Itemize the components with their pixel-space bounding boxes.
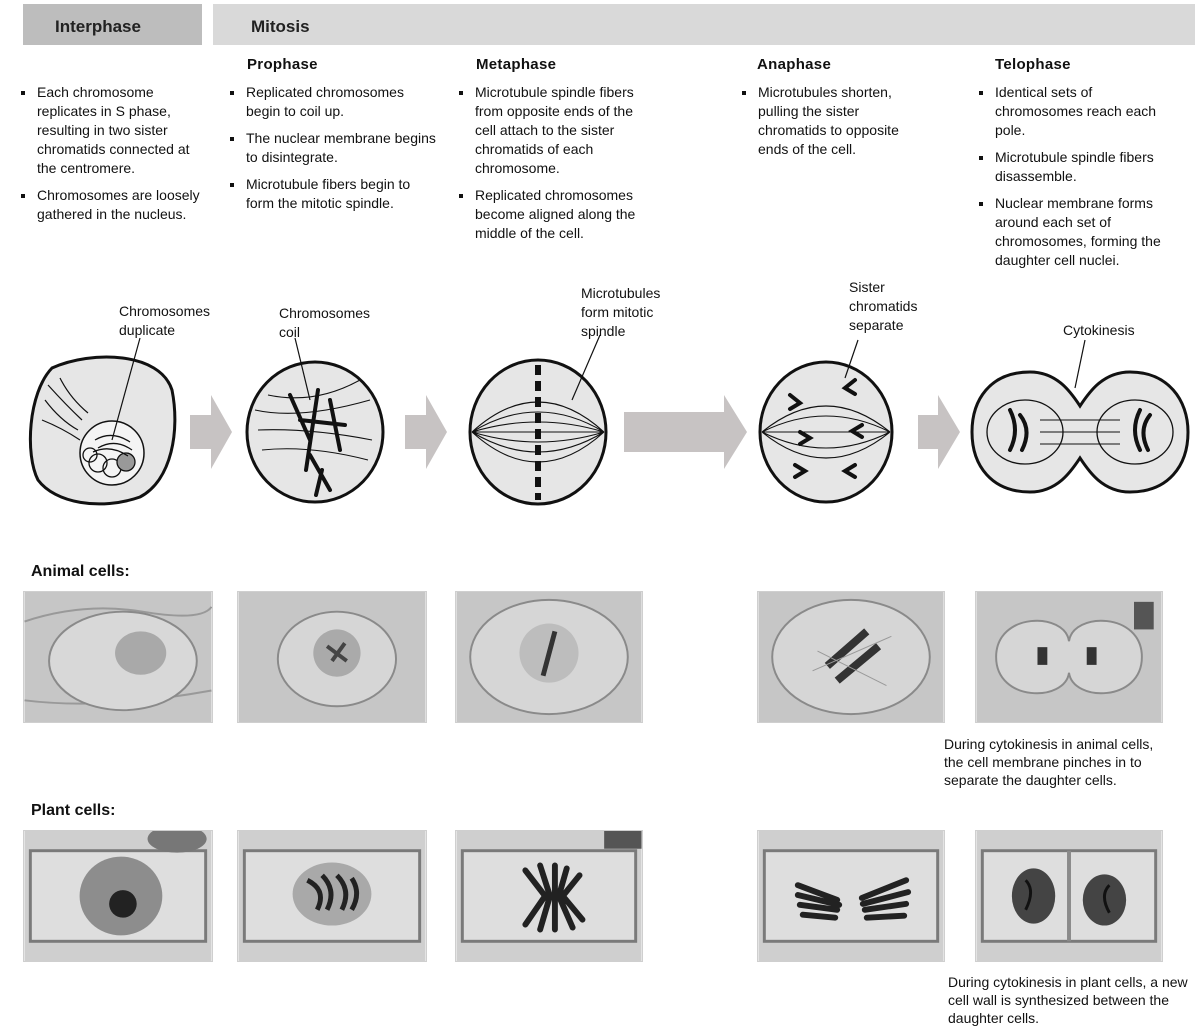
- callout-mitotic-spindle: Microtubules form mitotic spindle: [581, 285, 661, 339]
- list-item: Each chromosome replicates in S phase, r…: [19, 83, 209, 178]
- plant-cytokinesis-caption: During cytokinesis in plant cells, a new…: [948, 974, 1188, 1026]
- telophase-cell: [970, 339, 1190, 494]
- plant-prophase-photo: [237, 830, 427, 962]
- list-item: Chromosomes are loosely gathered in the …: [19, 186, 209, 224]
- micrograph-image: [456, 831, 642, 961]
- animal-prophase-photo: [237, 591, 427, 723]
- list-item: Microtubule spindle fibers disassemble.: [977, 148, 1167, 186]
- animal-telophase-photo: [975, 591, 1163, 723]
- list-item: Microtubule fibers begin to form the mit…: [228, 175, 440, 213]
- interphase-header: Interphase: [55, 17, 141, 36]
- animal-interphase-photo: [23, 591, 213, 723]
- metaphase-cell: [468, 334, 608, 506]
- micrograph-image: [238, 592, 426, 722]
- interphase-cell: [28, 337, 177, 506]
- arrow-icon: [405, 395, 447, 469]
- mitosis-band: Mitosis: [213, 4, 1195, 45]
- plant-telophase-photo: [975, 830, 1163, 962]
- list-item: Replicated chromosomes become aligned al…: [457, 186, 657, 243]
- micrograph-image: [24, 831, 212, 961]
- interphase-bullets: Each chromosome replicates in S phase, r…: [19, 83, 209, 232]
- animal-cells-label: Animal cells:: [31, 563, 130, 580]
- prophase-cell: [245, 337, 385, 504]
- arrow-icon: [918, 395, 960, 469]
- micrograph-image: [976, 831, 1162, 961]
- interphase-band: Interphase: [23, 4, 202, 45]
- anaphase-cell: [758, 339, 894, 504]
- callout-cytokinesis: Cytokinesis: [1063, 322, 1135, 338]
- list-item: Microtubules shorten, pulling the sister…: [740, 83, 930, 159]
- micrograph-image: [758, 831, 944, 961]
- list-item: Nuclear membrane forms around each set o…: [977, 194, 1167, 270]
- list-item: The nuclear membrane begins to disintegr…: [228, 129, 440, 167]
- micrograph-image: [758, 592, 944, 722]
- list-item: Microtubule spindle fibers from opposite…: [457, 83, 657, 178]
- callout-chromosomes-duplicate: Chromosomes duplicate: [119, 303, 211, 338]
- metaphase-bullets: Microtubule spindle fibers from opposite…: [457, 83, 657, 251]
- plant-metaphase-photo: [455, 830, 643, 962]
- micrograph-image: [456, 592, 642, 722]
- arrow-icon: [190, 395, 232, 469]
- animal-metaphase-photo: [455, 591, 643, 723]
- list-item: Identical sets of chromosomes reach each…: [977, 83, 1167, 140]
- metaphase-title: Metaphase: [476, 56, 557, 73]
- animal-anaphase-photo: [757, 591, 945, 723]
- cell-cycle-diagram: [28, 334, 1190, 506]
- mitosis-header: Mitosis: [251, 17, 310, 36]
- plant-interphase-photo: [23, 830, 213, 962]
- micrograph-image: [238, 831, 426, 961]
- animal-cytokinesis-caption: During cytokinesis in animal cells, the …: [944, 736, 1154, 788]
- micrograph-image: [24, 592, 212, 722]
- plant-anaphase-photo: [757, 830, 945, 962]
- callout-chromosomes-coil: Chromosomes coil: [279, 305, 371, 340]
- prophase-title: Prophase: [247, 56, 318, 73]
- plant-cells-label: Plant cells:: [31, 802, 116, 819]
- callout-sister-chromatids: Sister chromatids separate: [849, 279, 918, 333]
- micrograph-image: [976, 592, 1162, 722]
- prophase-bullets: Replicated chromosomes begin to coil up.…: [228, 83, 440, 221]
- arrow-icon: [624, 395, 747, 469]
- telophase-bullets: Identical sets of chromosomes reach each…: [977, 83, 1167, 278]
- telophase-title: Telophase: [995, 56, 1071, 73]
- anaphase-title: Anaphase: [757, 56, 832, 73]
- anaphase-bullets: Microtubules shorten, pulling the sister…: [740, 83, 930, 167]
- list-item: Replicated chromosomes begin to coil up.: [228, 83, 440, 121]
